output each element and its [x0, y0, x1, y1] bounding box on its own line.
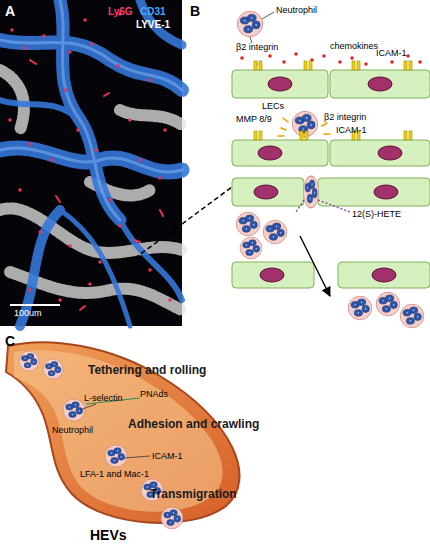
molecule-label: β2 integrin	[324, 113, 366, 123]
lec-nucleus	[254, 185, 278, 199]
lymphatic-vessel	[0, 208, 182, 252]
stain-label: CD31	[140, 6, 166, 17]
scale-bar	[10, 304, 60, 306]
neutrophil-icon	[19, 351, 39, 371]
icam-marker	[404, 131, 412, 140]
icam-marker	[254, 131, 262, 140]
vessel-highlights	[0, 0, 182, 220]
zoom-connector	[182, 187, 232, 224]
neutrophil-icon	[105, 445, 127, 467]
icam-marker	[304, 61, 312, 70]
lec-cell	[330, 70, 430, 98]
vessel-highlight	[60, 0, 120, 220]
neutrophil-icon	[237, 11, 262, 36]
molecule-label: chemokines	[330, 42, 378, 52]
leader-line	[80, 404, 96, 410]
blood-vessel	[0, 40, 182, 90]
neutrophil-icon	[240, 237, 262, 259]
hete-gradient	[296, 200, 350, 212]
icam-marker	[404, 61, 412, 70]
mmp-release	[278, 118, 330, 136]
lec-cell	[232, 140, 328, 166]
neutrophil-icon	[263, 220, 287, 244]
molecule-label: PNAds	[140, 390, 168, 400]
step-label: Adhesion and crawling	[128, 418, 259, 431]
blood-vessel	[120, 220, 182, 300]
lec-transmigration	[232, 11, 430, 327]
neutrophil-icon	[400, 304, 424, 328]
molecule-label: LFA-1 and Mac-1	[80, 470, 149, 480]
neutrophil-icon	[161, 507, 183, 529]
molecule-label: 12(S)-HETE	[352, 210, 401, 220]
step-label: Tethering and rolling	[88, 364, 206, 377]
molecule-label: ICAM-1	[336, 126, 367, 136]
lec-cell	[330, 140, 430, 166]
lec-nucleus	[374, 185, 398, 199]
neutrophil-icon	[43, 359, 63, 379]
lec-cell	[232, 178, 304, 206]
stain-label: Ly6G	[108, 6, 133, 17]
lec-nucleus	[268, 77, 292, 91]
lec-cell	[232, 70, 328, 98]
lec-cell	[318, 178, 430, 206]
lec-nucleus	[260, 268, 284, 282]
icam-marker	[254, 61, 262, 70]
cell-label: Neutrophil	[52, 426, 93, 436]
stain-label: LYVE-1	[136, 19, 170, 30]
lec-cell	[338, 262, 430, 288]
figure-panel: A	[0, 0, 182, 326]
leader-line	[262, 12, 274, 19]
molecule-label: L-selectin	[84, 394, 123, 404]
molecule-label: ICAM-1	[152, 452, 183, 462]
cell-label: Neutrophil	[276, 6, 317, 16]
vessel-highlight	[0, 40, 182, 90]
migration-arrow	[300, 236, 330, 296]
blood-vessel	[0, 100, 80, 120]
scale-label: 100um	[14, 309, 42, 319]
molecule-label: ICAM-1	[376, 49, 407, 59]
neutrophil-icon	[63, 399, 85, 421]
neutrophil-icon	[236, 212, 260, 236]
ly6g-streaks	[30, 60, 163, 310]
neutrophil-icon	[376, 292, 400, 316]
vessel-wall	[6, 342, 240, 523]
molecule-label: MMP 8/9	[236, 115, 272, 125]
ly6g-neutrophil-dots	[10, 14, 170, 300]
lyve1-lymphatics	[0, 70, 182, 310]
lec-nucleus	[258, 146, 282, 160]
micrograph-background	[0, 0, 182, 326]
figure-panel: C	[0, 330, 262, 550]
lec-nucleus	[378, 146, 402, 160]
icam-marker	[352, 61, 360, 70]
cell-label: LECs	[262, 102, 284, 112]
lec-nucleus	[368, 77, 392, 91]
hev-vessel	[6, 342, 240, 529]
panel-letter: A	[5, 4, 15, 18]
molecule-label: β2 integrin	[236, 43, 278, 53]
neutrophil-icon	[348, 296, 372, 320]
zoom-leader	[128, 224, 182, 263]
panel-letter: B	[190, 4, 200, 18]
lec-cell	[232, 262, 314, 288]
vessel-highlight	[0, 148, 182, 172]
cd31-vessels	[0, 0, 182, 326]
step-label: Transmigration	[150, 488, 237, 501]
lymphatic-vessel	[120, 110, 182, 125]
neutrophil-squeezing	[303, 176, 318, 208]
leader-line	[124, 456, 150, 458]
panel-letter: C	[5, 334, 15, 348]
icam-marker	[300, 131, 308, 140]
vessel-label: HEVs	[90, 528, 127, 543]
micrograph	[0, 0, 182, 326]
lec-nucleus	[372, 268, 396, 282]
